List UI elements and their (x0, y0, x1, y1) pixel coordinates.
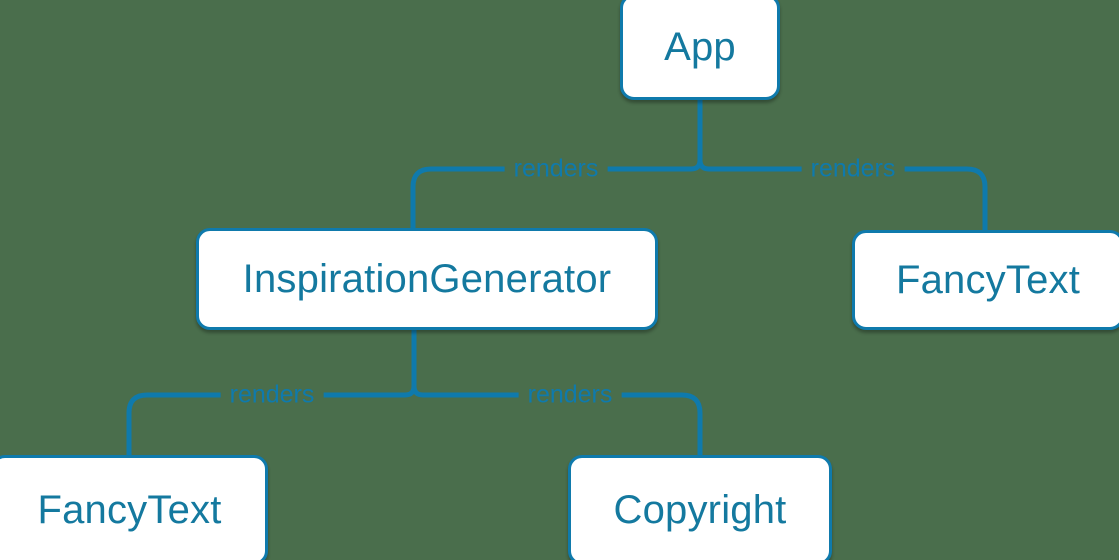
connector-app-stem-fillet-left (690, 159, 703, 172)
connector-inspiration-stem-fillet-left (404, 385, 417, 398)
connector-inspiration-stem (411, 330, 424, 398)
node-copyright-label: Copyright (613, 487, 787, 532)
node-fancytext-bottom[interactable]: FancyText (0, 455, 268, 560)
edge-label-app-to-fancytext-right: renders (801, 156, 905, 182)
node-fancytext-right[interactable]: FancyText (852, 230, 1119, 330)
connector-app-to-inspiration (410, 166, 691, 228)
node-copyright[interactable]: Copyright (568, 455, 832, 560)
node-fancytext-bottom-label: FancyText (37, 487, 222, 532)
connector-app-to-fancytext-right (709, 166, 988, 230)
node-app[interactable]: App (620, 0, 780, 100)
connector-app-stem (697, 100, 710, 172)
connector-inspiration-to-fancytext-bottom (126, 392, 405, 455)
node-inspiration-generator-label: InspirationGenerator (242, 256, 612, 301)
connector-inspiration-to-copyright (423, 392, 703, 455)
node-app-label: App (664, 24, 736, 69)
node-inspiration-generator[interactable]: InspirationGenerator (196, 228, 658, 330)
edge-label-app-to-inspiration: renders (504, 156, 608, 182)
node-fancytext-right-label: FancyText (895, 257, 1081, 302)
edge-label-inspiration-to-copyright: renders (518, 382, 622, 408)
edge-label-inspiration-to-fancytext-bottom: renders (220, 382, 324, 408)
